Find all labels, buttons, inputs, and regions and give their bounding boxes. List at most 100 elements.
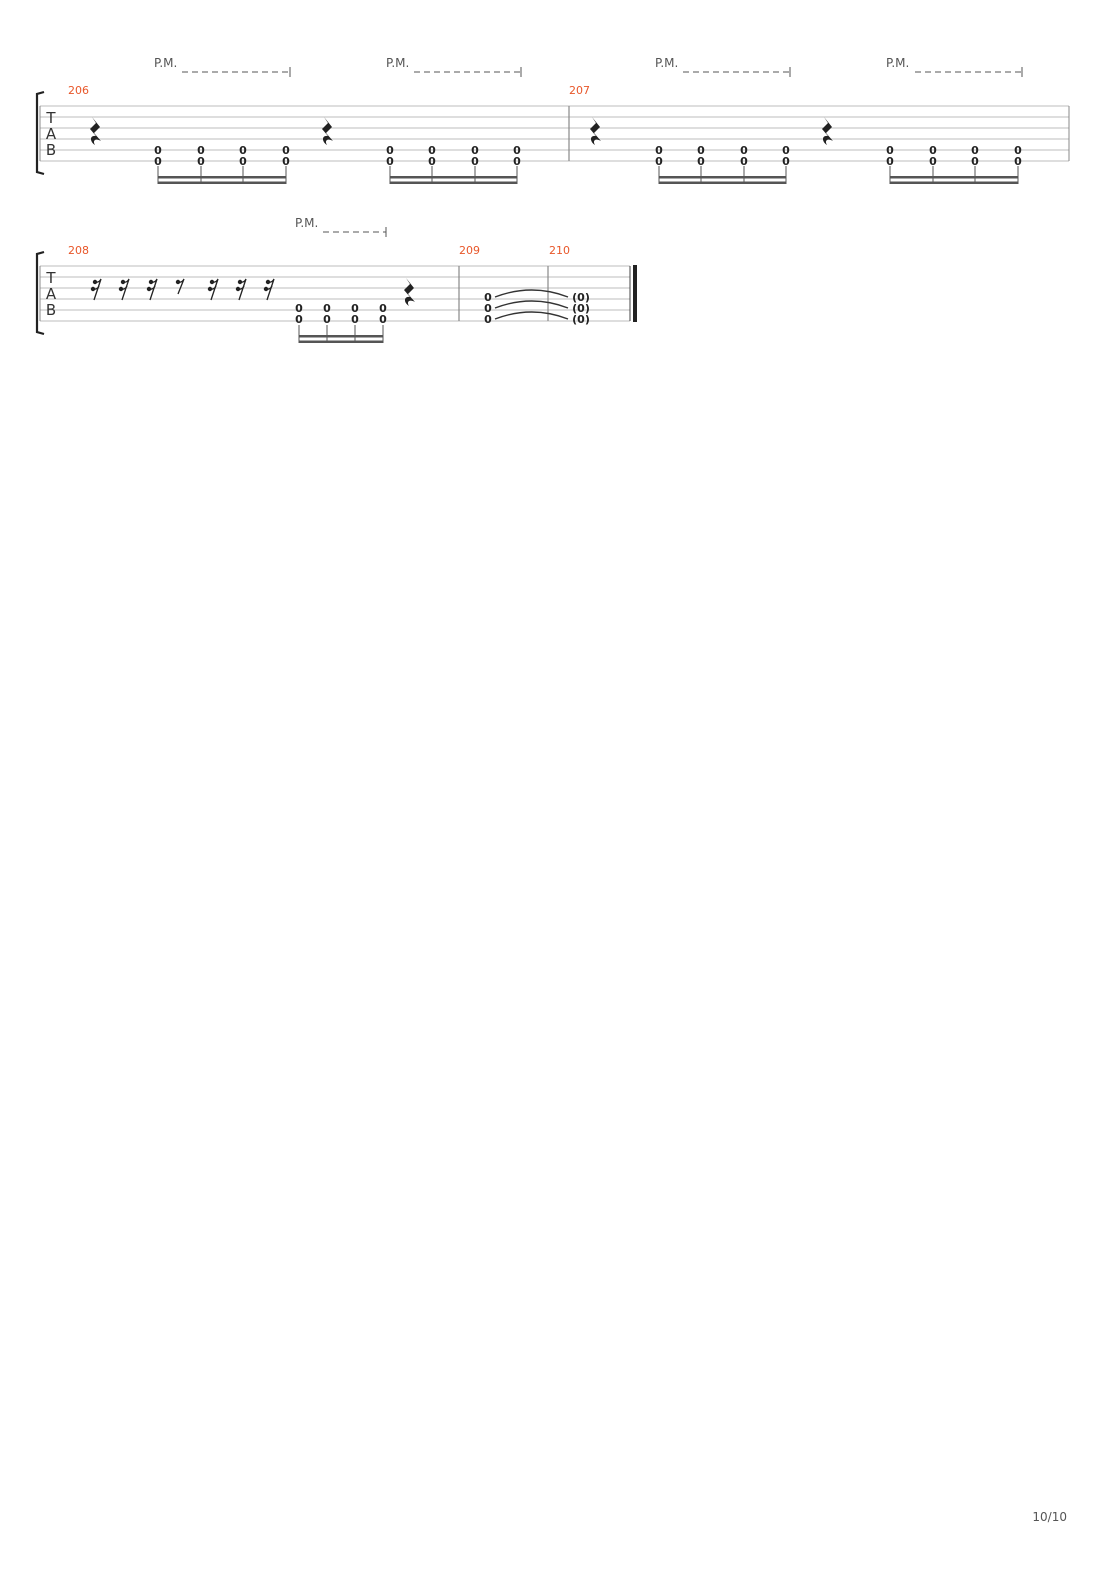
fret-number: 0 bbox=[386, 144, 394, 157]
fret-number: 0 bbox=[655, 144, 663, 157]
palm-mute-label: P.M. bbox=[655, 56, 678, 70]
note-column: 00 bbox=[379, 302, 387, 343]
fret-number: 0 bbox=[655, 155, 663, 168]
note-column: 00 bbox=[697, 144, 705, 184]
fret-number: 0 bbox=[971, 155, 979, 168]
sixteenth-beam bbox=[890, 176, 1018, 184]
sixteenth-beam bbox=[158, 176, 286, 184]
tab-system-2: T A B 208 209 210 P.M. 00 00 00 00 0 0 0 bbox=[35, 216, 637, 343]
measure-number: 207 bbox=[569, 84, 590, 97]
fret-number: 0 bbox=[697, 155, 705, 168]
fret-number: 0 bbox=[929, 155, 937, 168]
quarter-rest bbox=[322, 117, 333, 145]
tie-arcs bbox=[494, 289, 569, 320]
palm-mute-marker: P.M. bbox=[886, 56, 1023, 77]
note-column: 00 bbox=[295, 302, 303, 343]
fret-number: 0 bbox=[295, 302, 303, 315]
staff-lines bbox=[40, 105, 1069, 162]
sixteenth-rest bbox=[118, 278, 130, 301]
palm-mute-label: P.M. bbox=[154, 56, 177, 70]
sixteenth-beam bbox=[390, 176, 517, 184]
fret-number: 0 bbox=[379, 313, 387, 326]
note-column: 00 bbox=[886, 144, 894, 184]
fret-number: 0 bbox=[513, 155, 521, 168]
fret-number: 0 bbox=[886, 155, 894, 168]
palm-mute-label: P.M. bbox=[386, 56, 409, 70]
note-column: 00 bbox=[513, 144, 521, 184]
fret-number: 0 bbox=[323, 302, 331, 315]
quarter-rest bbox=[90, 117, 101, 145]
fret-number: 0 bbox=[782, 144, 790, 157]
sixteenth-rest bbox=[90, 278, 102, 301]
tab-clef-b: B bbox=[46, 141, 56, 159]
fret-number: 0 bbox=[697, 144, 705, 157]
fret-number: 0 bbox=[386, 155, 394, 168]
tied-chord: (0) (0) (0) bbox=[572, 291, 590, 326]
fret-number: 0 bbox=[484, 291, 492, 304]
eighth-rest bbox=[175, 278, 185, 295]
sixteenth-rest bbox=[263, 278, 275, 301]
ghost-fret: (0) bbox=[572, 313, 590, 326]
final-barline-thick bbox=[633, 265, 637, 322]
tab-clef-a: A bbox=[46, 125, 57, 143]
fret-number: 0 bbox=[295, 313, 303, 326]
fret-number: 0 bbox=[351, 313, 359, 326]
sixteenth-rest bbox=[235, 278, 247, 301]
fret-number: 0 bbox=[484, 313, 492, 326]
measure-number: 208 bbox=[68, 244, 89, 257]
note-column: 00 bbox=[428, 144, 436, 184]
fret-number: 0 bbox=[886, 144, 894, 157]
quarter-rest bbox=[590, 117, 601, 145]
fret-number: 0 bbox=[239, 144, 247, 157]
fret-number: 0 bbox=[1014, 155, 1022, 168]
fret-number: 0 bbox=[1014, 144, 1022, 157]
note-column: 00 bbox=[971, 144, 979, 184]
fret-number: 0 bbox=[484, 302, 492, 315]
note-column: 00 bbox=[740, 144, 748, 184]
fret-number: 0 bbox=[282, 155, 290, 168]
note-column: 00 bbox=[782, 144, 790, 184]
quarter-rest bbox=[404, 278, 415, 306]
tab-clef-t: T bbox=[45, 109, 56, 127]
fret-number: 0 bbox=[154, 144, 162, 157]
chord: 0 0 0 bbox=[484, 291, 492, 326]
page-number: 10/10 bbox=[1032, 1510, 1067, 1524]
note-column: 00 bbox=[471, 144, 479, 184]
fret-number: 0 bbox=[740, 155, 748, 168]
fret-number: 0 bbox=[471, 144, 479, 157]
measure-number: 209 bbox=[459, 244, 480, 257]
note-column: 00 bbox=[239, 144, 247, 184]
tab-system-1: T A B 206 207 P.M. P.M. P.M. P.M. bbox=[35, 56, 1070, 184]
note-column: 00 bbox=[197, 144, 205, 184]
sixteenth-beam bbox=[659, 176, 786, 184]
tab-clef-t: T bbox=[45, 269, 56, 287]
fret-number: 0 bbox=[471, 155, 479, 168]
palm-mute-marker: P.M. bbox=[386, 56, 522, 77]
system-bracket bbox=[35, 90, 45, 176]
sixteenth-rest bbox=[207, 278, 219, 301]
sixteenth-beam bbox=[299, 335, 383, 343]
palm-mute-marker: P.M. bbox=[655, 56, 791, 77]
fret-number: 0 bbox=[782, 155, 790, 168]
fret-number: 0 bbox=[239, 155, 247, 168]
fret-number: 0 bbox=[379, 302, 387, 315]
fret-number: 0 bbox=[282, 144, 290, 157]
measure-number: 206 bbox=[68, 84, 89, 97]
tab-clef-a: A bbox=[46, 285, 57, 303]
system-bracket bbox=[35, 250, 45, 336]
fret-number: 0 bbox=[323, 313, 331, 326]
fret-number: 0 bbox=[154, 155, 162, 168]
note-column: 00 bbox=[323, 302, 331, 343]
note-column: 00 bbox=[154, 144, 162, 184]
note-column: 00 bbox=[282, 144, 290, 184]
note-column: 00 bbox=[655, 144, 663, 184]
sixteenth-rest bbox=[146, 278, 158, 301]
ghost-fret: (0) bbox=[572, 302, 590, 315]
fret-number: 0 bbox=[428, 144, 436, 157]
fret-number: 0 bbox=[929, 144, 937, 157]
fret-number: 0 bbox=[197, 144, 205, 157]
measure-number: 210 bbox=[549, 244, 570, 257]
palm-mute-marker: P.M. bbox=[154, 56, 291, 77]
note-column: 00 bbox=[1014, 144, 1022, 184]
